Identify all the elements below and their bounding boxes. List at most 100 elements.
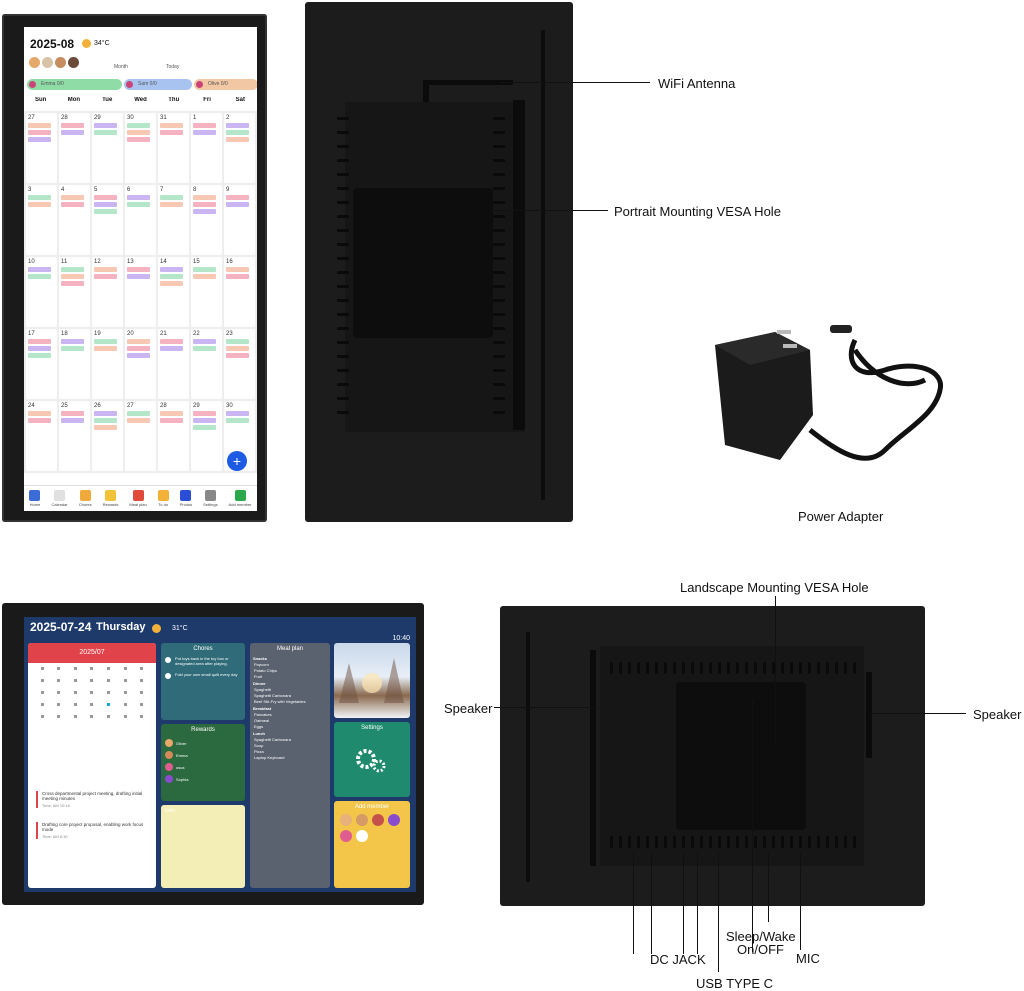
mini-day[interactable] <box>133 679 150 685</box>
chore-item[interactable]: Fold your own small quilt every day <box>161 666 245 679</box>
mini-day[interactable] <box>117 667 134 673</box>
event-chip[interactable] <box>127 202 150 207</box>
event-chip[interactable] <box>127 346 150 351</box>
day-cell[interactable]: 17 <box>26 329 57 399</box>
mini-day[interactable] <box>84 667 101 673</box>
day-cell[interactable]: 27 <box>26 113 57 183</box>
event-chip[interactable] <box>28 267 51 272</box>
day-cell[interactable]: 15 <box>191 257 222 327</box>
event-chip[interactable] <box>127 123 150 128</box>
day-cell[interactable]: 20 <box>125 329 156 399</box>
event-chip[interactable] <box>160 411 183 416</box>
add-event-button[interactable]: + <box>227 451 247 471</box>
event-chip[interactable] <box>226 130 249 135</box>
event-chip[interactable] <box>61 195 84 200</box>
mini-day[interactable] <box>34 667 51 673</box>
mini-day[interactable] <box>67 667 84 673</box>
day-cell[interactable]: 13 <box>125 257 156 327</box>
day-cell[interactable]: 16 <box>224 257 255 327</box>
mini-day[interactable] <box>117 715 134 721</box>
day-cell[interactable]: 31 <box>158 113 189 183</box>
event-chip[interactable] <box>61 202 84 207</box>
day-cell[interactable]: 11 <box>59 257 90 327</box>
mini-day[interactable] <box>100 667 117 673</box>
mini-day[interactable] <box>67 715 84 721</box>
avatar[interactable] <box>42 57 53 68</box>
day-cell[interactable]: 7 <box>158 185 189 255</box>
view-selector[interactable]: Month <box>114 64 128 70</box>
day-cell[interactable]: 10 <box>26 257 57 327</box>
mini-day[interactable] <box>117 679 134 685</box>
reward-row[interactable]: Sophia <box>165 775 241 783</box>
event-chip[interactable] <box>61 339 84 344</box>
chore-item[interactable]: Put toys back in the toy box or designat… <box>161 652 245 666</box>
event-chip[interactable] <box>28 346 51 351</box>
chores-card[interactable]: Chores Put toys back in the toy box or d… <box>161 643 245 720</box>
mini-day[interactable] <box>34 691 51 697</box>
day-cell[interactable]: 28 <box>158 401 189 471</box>
calendar-card[interactable]: 2025/07 Cross departmental project meeti… <box>28 643 156 888</box>
event-chip[interactable] <box>94 202 117 207</box>
nav-item[interactable]: Settings <box>203 490 218 507</box>
nav-item[interactable]: Rewards <box>103 490 118 507</box>
event-chip[interactable] <box>94 123 117 128</box>
event-chip[interactable] <box>28 411 51 416</box>
event-chip[interactable] <box>160 418 183 423</box>
event-chip[interactable] <box>94 411 117 416</box>
avatar[interactable] <box>340 814 352 826</box>
day-cell[interactable]: 29 <box>92 113 123 183</box>
event-chip[interactable] <box>94 425 117 430</box>
event-chip[interactable] <box>28 274 51 279</box>
person-pill[interactable]: Sam 0/0 <box>124 79 192 90</box>
avatar[interactable] <box>372 814 384 826</box>
add-member-card[interactable]: Add member <box>334 801 410 888</box>
nav-item[interactable]: Calendar <box>51 490 68 507</box>
day-cell[interactable]: 14 <box>158 257 189 327</box>
event-chip[interactable] <box>193 195 216 200</box>
mini-day[interactable] <box>51 691 68 697</box>
day-cell[interactable]: 24 <box>26 401 57 471</box>
event-chip[interactable] <box>127 274 150 279</box>
event-chip[interactable] <box>127 418 150 423</box>
day-cell[interactable]: 3 <box>26 185 57 255</box>
event-chip[interactable] <box>226 267 249 272</box>
day-cell[interactable]: 28 <box>59 113 90 183</box>
mini-day[interactable] <box>84 691 101 697</box>
event-chip[interactable] <box>61 267 84 272</box>
mini-day[interactable] <box>100 679 117 685</box>
event-item[interactable]: Drafting core project proposal, enabling… <box>36 822 148 839</box>
nav-item[interactable]: Add member <box>229 490 251 507</box>
day-cell[interactable]: 19 <box>92 329 123 399</box>
event-chip[interactable] <box>61 418 84 423</box>
mini-day[interactable] <box>34 703 51 709</box>
mini-day[interactable] <box>67 691 84 697</box>
mini-day[interactable] <box>51 703 68 709</box>
mini-day[interactable] <box>100 715 117 721</box>
event-chip[interactable] <box>28 353 51 358</box>
mini-day[interactable] <box>84 703 101 709</box>
event-chip[interactable] <box>94 339 117 344</box>
photo-card[interactable] <box>334 643 410 718</box>
event-item[interactable]: Cross departmental project meeting, draf… <box>36 791 148 808</box>
event-chip[interactable] <box>94 209 117 214</box>
event-chip[interactable] <box>61 281 84 286</box>
day-cell[interactable]: 29 <box>191 401 222 471</box>
event-chip[interactable] <box>193 418 216 423</box>
mini-day[interactable] <box>133 703 150 709</box>
day-cell[interactable]: 21 <box>158 329 189 399</box>
event-chip[interactable] <box>94 195 117 200</box>
event-chip[interactable] <box>193 202 216 207</box>
event-chip[interactable] <box>127 267 150 272</box>
event-chip[interactable] <box>127 195 150 200</box>
event-chip[interactable] <box>193 346 216 351</box>
day-cell[interactable]: 27 <box>125 401 156 471</box>
event-chip[interactable] <box>193 411 216 416</box>
event-chip[interactable] <box>193 130 216 135</box>
mini-day[interactable] <box>133 667 150 673</box>
mini-day[interactable] <box>67 679 84 685</box>
event-chip[interactable] <box>127 339 150 344</box>
event-chip[interactable] <box>127 353 150 358</box>
event-chip[interactable] <box>94 267 117 272</box>
event-chip[interactable] <box>226 123 249 128</box>
event-chip[interactable] <box>193 267 216 272</box>
